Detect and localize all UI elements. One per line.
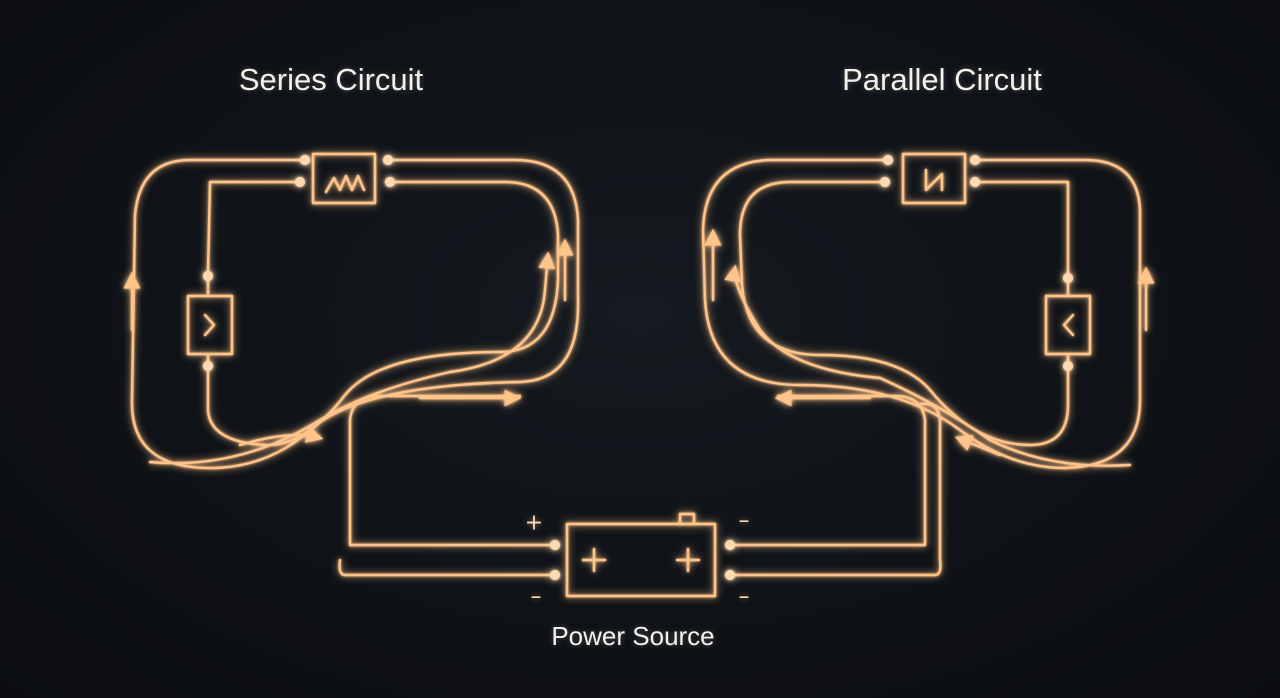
node [383,155,393,165]
node [970,155,980,165]
node [550,570,560,580]
series-circuit-title: Series Circuit [238,62,424,97]
parallel-right-component [1044,294,1092,356]
right-feed-wire [728,394,927,547]
series-wire-inner-2 [206,180,560,447]
parallel-wire-inner-2 [973,180,1070,277]
parallel-circuit-title: Parallel Circuit [842,62,1042,97]
battery-plus-right [675,547,701,573]
series-flow-line [148,251,556,465]
left-feed-wire-2 [338,558,557,577]
node [295,177,305,187]
node [385,177,395,187]
zigzag-resistor-icon [324,174,366,194]
resistor-icon [924,168,944,192]
series-wire-outer [130,158,580,470]
left-feed-wire [348,394,557,547]
node [970,177,980,187]
series-wire-inner [206,180,302,274]
negative-sign: – [738,508,750,534]
series-left-component [186,294,234,356]
series-flow-line-2 [238,426,324,447]
series-top-component [311,152,377,205]
node [725,570,735,580]
node [300,155,310,165]
battery-icon [565,522,717,598]
battery-plus-left [581,547,607,573]
parallel-flow-line [724,264,1132,467]
node [880,177,890,187]
parallel-top-component [901,152,967,205]
nodes [203,155,1073,580]
negative-sign: – [738,584,750,610]
parallel-wire-outer [701,158,1142,470]
resistor-icon [1062,313,1075,337]
node [725,540,735,550]
node [883,155,893,165]
positive-sign: + [524,510,544,536]
node [203,271,213,281]
parallel-wire-inner [738,180,1070,447]
series-circuit [123,152,580,470]
node [203,361,213,371]
parallel-arrow-lower [954,435,1002,457]
power-connection [338,394,942,598]
node [1063,361,1073,371]
resistor-icon [203,313,216,337]
right-feed-wire-2 [728,402,942,577]
battery-terminal [678,512,696,526]
power-source-label: Power Source [551,621,715,651]
negative-sign: – [530,584,542,610]
node [1063,273,1073,283]
node [550,540,560,550]
